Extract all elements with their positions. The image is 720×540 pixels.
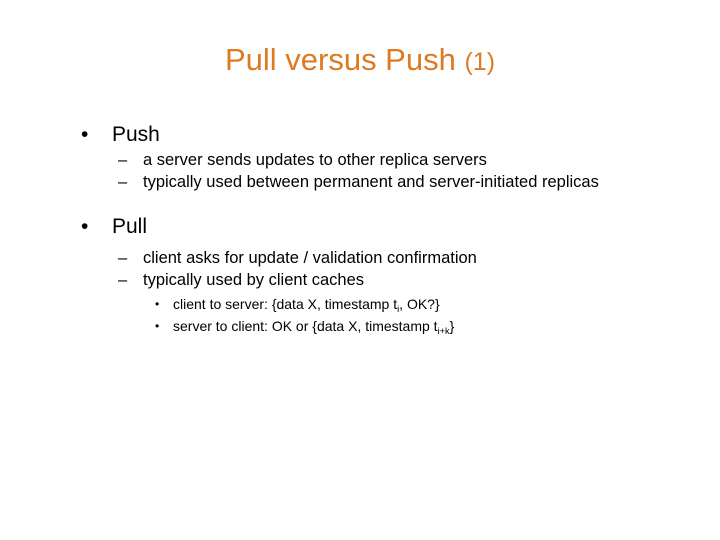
- bullet-level1-pull: • Pull: [0, 214, 720, 240]
- bullet-dot-icon: •: [81, 215, 89, 238]
- bullet-level3-client-to-server: • client to server: {data X, timestamp t…: [0, 295, 720, 316]
- bullet-level2-pull-1: – client asks for update / validation co…: [0, 248, 720, 268]
- bullet-level1-push: • Push: [0, 122, 720, 148]
- bullet-dash-icon: –: [118, 249, 128, 267]
- bullet-dash-icon: –: [118, 151, 128, 169]
- bullet-level2-push-1-label: a server sends updates to other replica …: [143, 151, 487, 169]
- bullet-dot-small-icon: •: [155, 319, 160, 333]
- bullet-level2-pull-2-label: typically used by client caches: [143, 271, 365, 289]
- subscript: i: [397, 303, 400, 314]
- section-spacer: [0, 192, 720, 214]
- bullet-level3-client-to-server-label: client to server: {data X, timestamp ti,…: [173, 296, 440, 314]
- bullet-level3-server-to-client-label: server to client: OK or {data X, timesta…: [173, 318, 455, 336]
- bullet-dash-icon: –: [118, 271, 128, 289]
- bullet-level2-push-1: – a server sends updates to other replic…: [0, 150, 720, 170]
- page-title: Pull versus Push (1): [0, 41, 720, 81]
- page-title-main: Pull versus Push: [224, 42, 456, 77]
- spacer: [0, 290, 720, 294]
- subscript: i+k: [437, 325, 450, 336]
- bullet-dot-icon: •: [81, 123, 89, 146]
- bullet-dot-small-icon: •: [155, 297, 160, 311]
- bullet-level1-push-label: Push: [112, 123, 160, 146]
- page-title-suffix: (1): [464, 48, 496, 76]
- bullet-level2-push-2-label: typically used between permanent and ser…: [143, 173, 599, 191]
- bullet-level3-server-to-client: • server to client: OK or {data X, times…: [0, 317, 720, 338]
- bullet-level2-pull-2: – typically used by client caches: [0, 270, 720, 290]
- bullet-level1-pull-label: Pull: [112, 215, 148, 238]
- spacer: [0, 242, 720, 246]
- slide-body: • Push – a server sends updates to other…: [0, 122, 720, 338]
- bullet-dash-icon: –: [118, 173, 128, 191]
- bullet-level2-pull-1-label: client asks for update / validation conf…: [143, 249, 477, 267]
- bullet-level2-push-2: – typically used between permanent and s…: [0, 172, 720, 192]
